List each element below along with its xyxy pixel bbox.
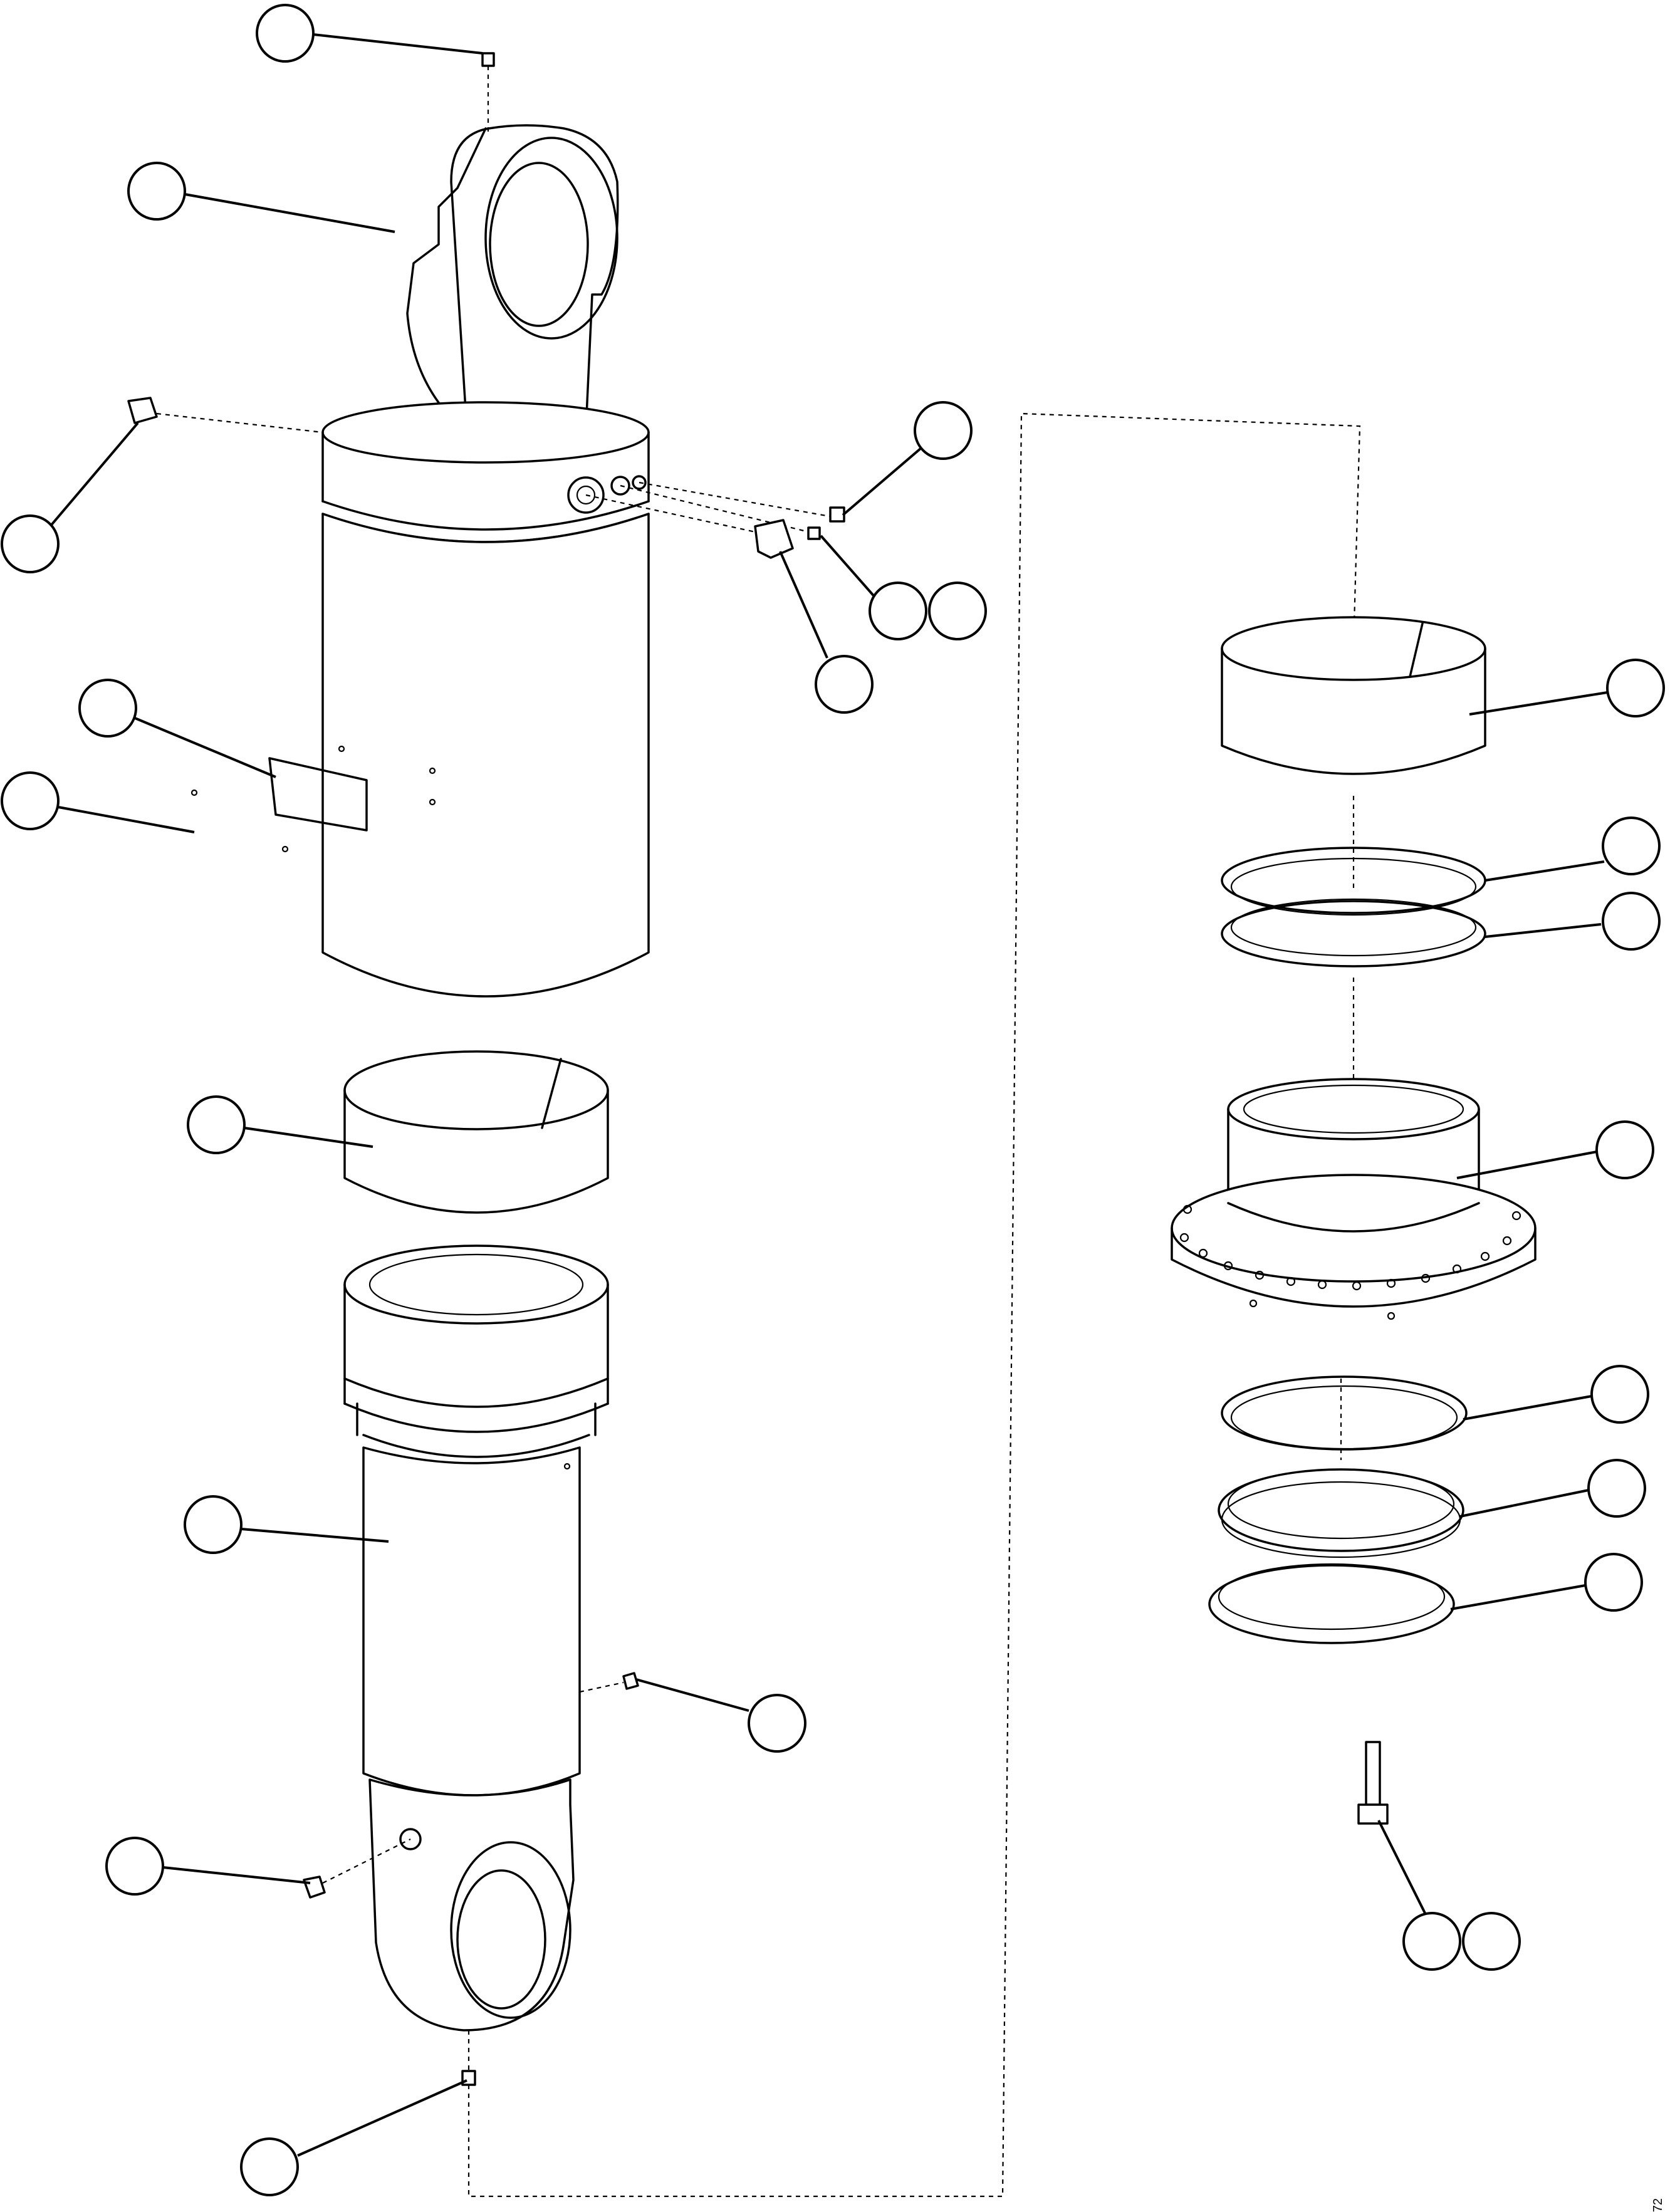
gland-head bbox=[1171, 1078, 1537, 1320]
rod-assembly bbox=[343, 1244, 609, 2032]
callout-5 bbox=[1, 771, 195, 833]
piston-seal-1 bbox=[1221, 1375, 1468, 1451]
cylinder-barrel bbox=[190, 124, 650, 998]
wear-ring-right bbox=[1221, 616, 1486, 775]
callout-10 bbox=[184, 1495, 389, 1554]
callout-3 bbox=[1, 422, 139, 573]
callout-18 bbox=[1463, 1365, 1649, 1424]
callout-4 bbox=[78, 679, 276, 778]
callout-19 bbox=[1459, 1459, 1646, 1518]
callout-16 bbox=[1485, 892, 1661, 951]
cap-screw bbox=[1357, 1741, 1389, 1825]
lower-fittings bbox=[303, 1672, 639, 2086]
grease-fitting-top bbox=[481, 52, 495, 132]
callout-7 bbox=[820, 535, 987, 640]
callout-2 bbox=[127, 162, 395, 233]
wear-ring-left bbox=[343, 1050, 609, 1214]
callout-17 bbox=[1456, 1120, 1654, 1179]
seal-ring-upper bbox=[1221, 847, 1486, 916]
callout-1 bbox=[256, 4, 483, 63]
drawing-reference-number: 42772 bbox=[1651, 2198, 1665, 2212]
callout-15 bbox=[1485, 816, 1661, 882]
piston-seal-2 bbox=[1218, 1468, 1464, 1558]
callout-11 bbox=[635, 1678, 806, 1753]
plug-flange-left bbox=[127, 397, 323, 434]
assembly-path bbox=[467, 412, 1361, 2198]
port-fittings bbox=[585, 481, 845, 559]
callout-13 bbox=[240, 2079, 467, 2196]
callout-balloons bbox=[1, 4, 1665, 2196]
callout-6 bbox=[842, 401, 973, 516]
callout-14 bbox=[1469, 659, 1665, 717]
piston-seal-3 bbox=[1208, 1563, 1455, 1644]
callout-9 bbox=[187, 1095, 373, 1154]
callout-12 bbox=[105, 1837, 311, 1896]
callout-21 bbox=[1377, 1820, 1521, 1971]
seal-ring-lower bbox=[1221, 898, 1486, 968]
callout-8 bbox=[779, 551, 874, 714]
callout-20 bbox=[1450, 1553, 1643, 1612]
